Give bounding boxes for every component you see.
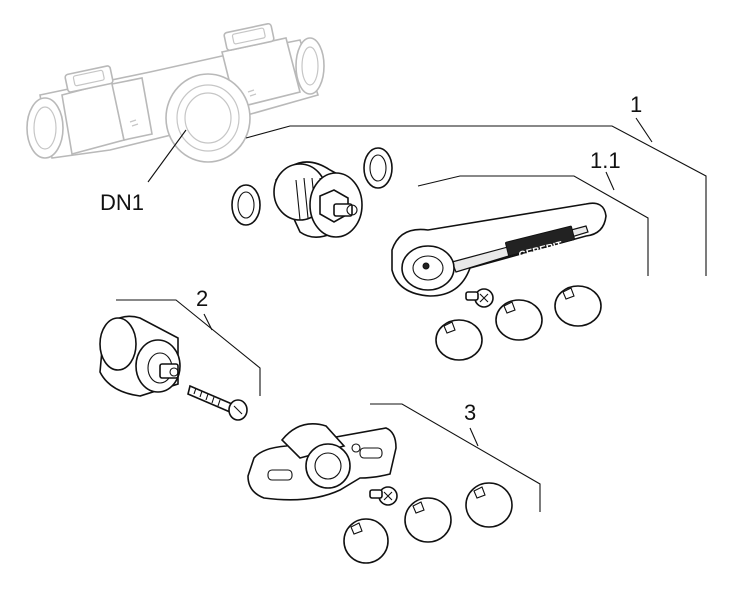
- leader-item-2: [116, 299, 261, 396]
- item-2-bolt: [187, 384, 248, 421]
- item-1-1-screw: [465, 288, 494, 308]
- item-1-1-cap-2: [495, 299, 543, 341]
- item-1-seal-ring-left: [231, 184, 261, 226]
- item-3-screw: [369, 486, 398, 506]
- item-1-valve-insert: [273, 161, 363, 238]
- item-1-seal-ring-right: [363, 147, 393, 189]
- label-dn1: DN1: [100, 190, 144, 215]
- leader-item-1-1: [417, 175, 649, 276]
- leader-dn1: [147, 129, 187, 183]
- leader-item-1-tick: [635, 117, 653, 143]
- label-item-2: 2: [196, 286, 208, 311]
- item-1-1-cap-1: [435, 319, 483, 361]
- leader-item-1: [245, 125, 707, 276]
- item-3-cap-2: [404, 497, 452, 543]
- tee-fitting-ghost: [26, 22, 325, 163]
- label-item-3: 3: [464, 400, 476, 425]
- leader-item-2-tick: [203, 313, 213, 331]
- item-1-1-geberit-key: GEBERIT: [391, 202, 607, 297]
- item-1-1-cap-3: [554, 285, 602, 327]
- label-item-1: 1: [630, 92, 642, 117]
- item-3-cap-1: [343, 518, 389, 564]
- item-3-key: [247, 423, 397, 501]
- item-3-cap-3: [465, 482, 513, 528]
- leader-item-3: [370, 403, 541, 512]
- geberit-logo-badge: [505, 225, 575, 257]
- leader-item-3-tick: [469, 427, 479, 447]
- label-item-1-1: 1.1: [590, 148, 621, 173]
- leader-item-1-1-tick: [605, 171, 615, 191]
- item-2-cylinder-tool: [99, 315, 181, 397]
